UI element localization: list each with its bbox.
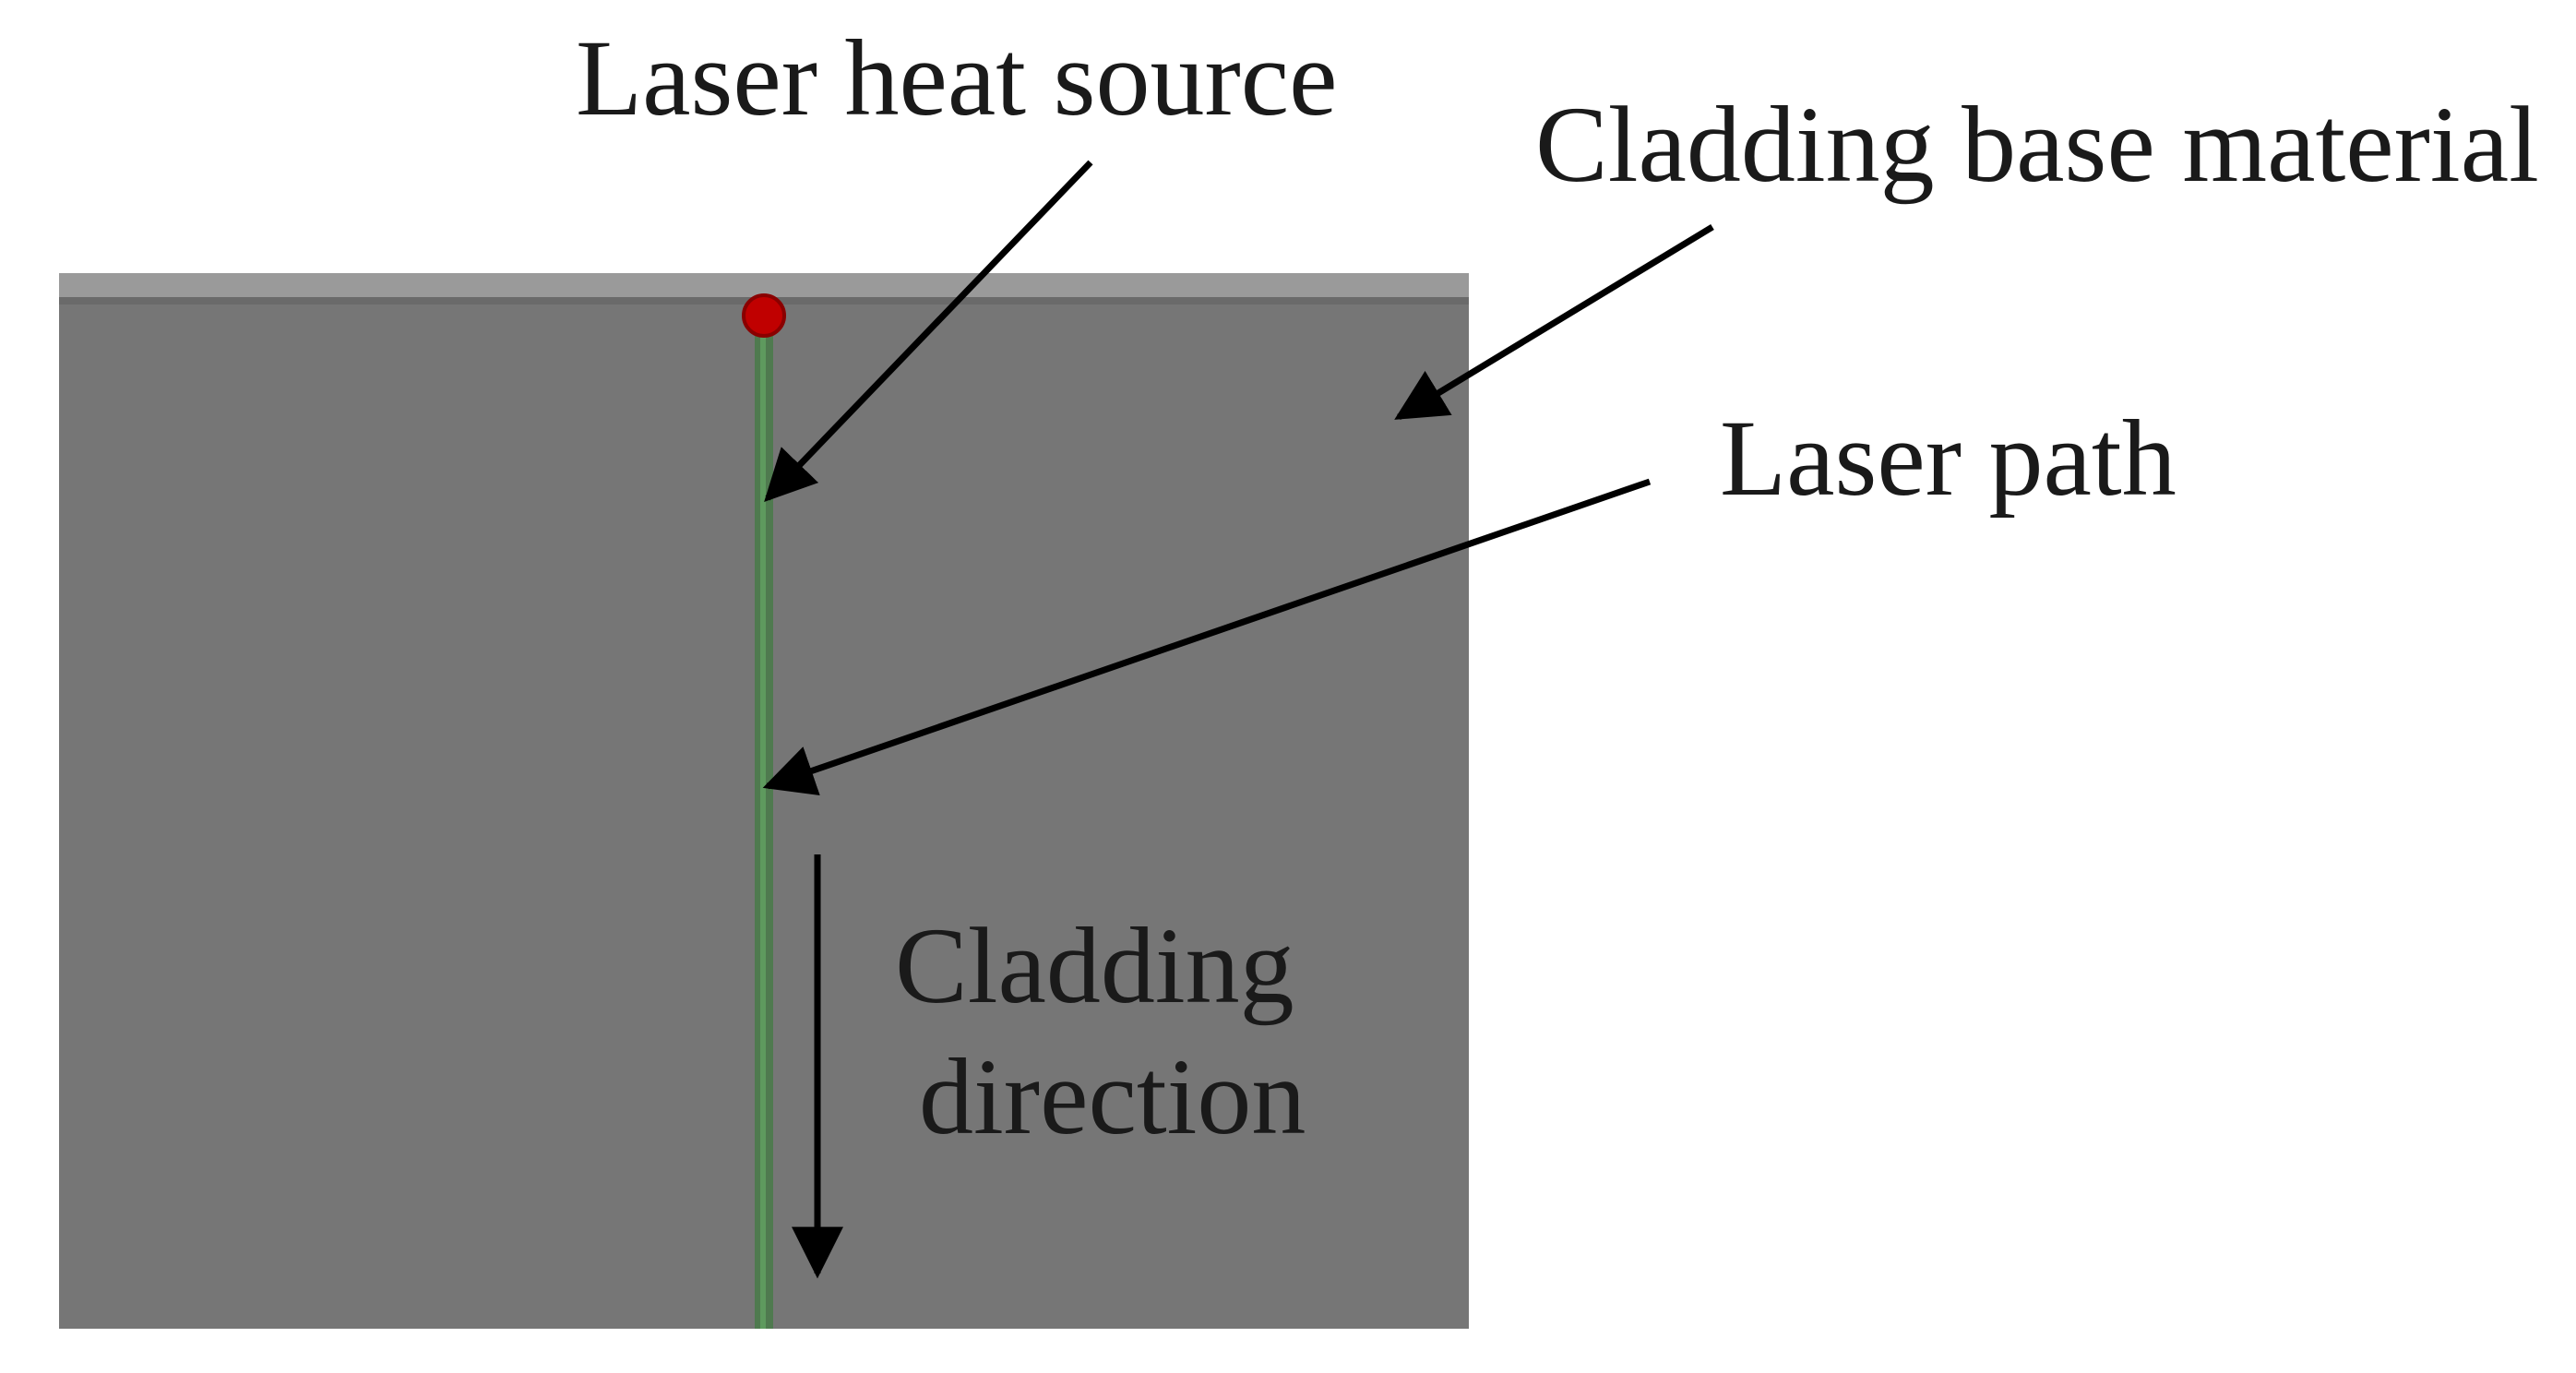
laser-heat-source-dot: [742, 293, 786, 338]
laser-path-line-highlight: [760, 304, 766, 1329]
laser-path-arrow: [762, 478, 1652, 796]
label-cladding-direction-line2: direction: [919, 1036, 1306, 1157]
label-laser-heat-source: Laser heat source: [576, 18, 1338, 138]
heat-source-arrow: [764, 160, 1093, 503]
label-cladding-direction-line1: Cladding: [895, 905, 1294, 1026]
label-laser-path: Laser path: [1720, 398, 2176, 519]
label-cladding-base-material: Cladding base material: [1535, 84, 2539, 205]
base-material-arrow: [1394, 224, 1714, 420]
